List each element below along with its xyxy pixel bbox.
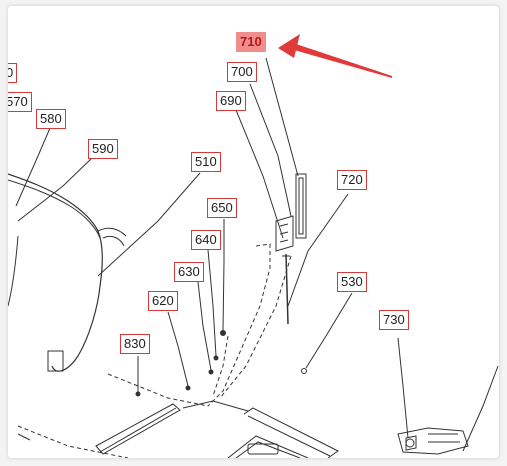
leader-650: [222, 219, 225, 332]
fastener-650: [220, 330, 226, 336]
callout-720: 720: [337, 170, 367, 190]
tray-slot: [247, 443, 279, 455]
dashed-route-4: [17, 425, 129, 458]
callout-590: 590: [88, 139, 118, 159]
leader-510: [97, 172, 201, 277]
callout-700: 700: [227, 62, 257, 82]
leader-620: [167, 311, 189, 387]
pointer-arrow: [278, 34, 392, 78]
tray-inner: [227, 435, 309, 458]
callout-650: 650: [207, 198, 237, 218]
leader-730b: [462, 365, 499, 452]
leader-590: [17, 155, 95, 222]
callout-640: 640: [191, 230, 221, 250]
fastener-640: [213, 355, 219, 361]
diagram-frame: 710 700 690 720 530 730 510 650 640 630 …: [8, 6, 499, 458]
fastener-530: [301, 368, 307, 374]
parts-diagram: [8, 34, 499, 458]
callout-580: 580: [36, 109, 66, 129]
leader-730: [397, 337, 409, 439]
leader-580: [15, 127, 51, 207]
wire-harness: [8, 173, 103, 372]
callout-570: 570: [8, 92, 32, 112]
leader-700: [249, 83, 292, 217]
leader-710: [265, 57, 299, 177]
bracket-730: [397, 427, 469, 455]
leader-630: [197, 281, 212, 371]
fastener-630: [208, 369, 214, 375]
callout-830: 830: [120, 334, 150, 354]
shaft-720: [285, 253, 289, 325]
callout-620: 620: [148, 291, 178, 311]
bracket-690: [275, 215, 294, 252]
dashed-route-1: [207, 243, 271, 407]
fastener-620: [185, 385, 191, 391]
dashed-route-3: [212, 335, 229, 397]
callout-530: 530: [337, 272, 367, 292]
dashed-route-5: [107, 373, 209, 407]
leader-720: [287, 193, 349, 307]
callout-730: 730: [379, 310, 409, 330]
dashed-route-2: [219, 255, 292, 399]
leader-530: [305, 292, 353, 369]
leader-640: [207, 249, 217, 357]
callout-710: 710: [236, 32, 266, 52]
callout-630: 630: [174, 262, 204, 282]
callout-690: 690: [216, 91, 246, 111]
callout-510: 510: [191, 152, 221, 172]
rod-assembly: [295, 173, 307, 239]
callout-560: 0: [8, 63, 18, 83]
connector-left: [47, 350, 64, 372]
base-top: [182, 400, 249, 412]
fastener-830: [135, 391, 141, 397]
leader-690: [235, 109, 284, 239]
base-rail-right: [243, 407, 339, 458]
